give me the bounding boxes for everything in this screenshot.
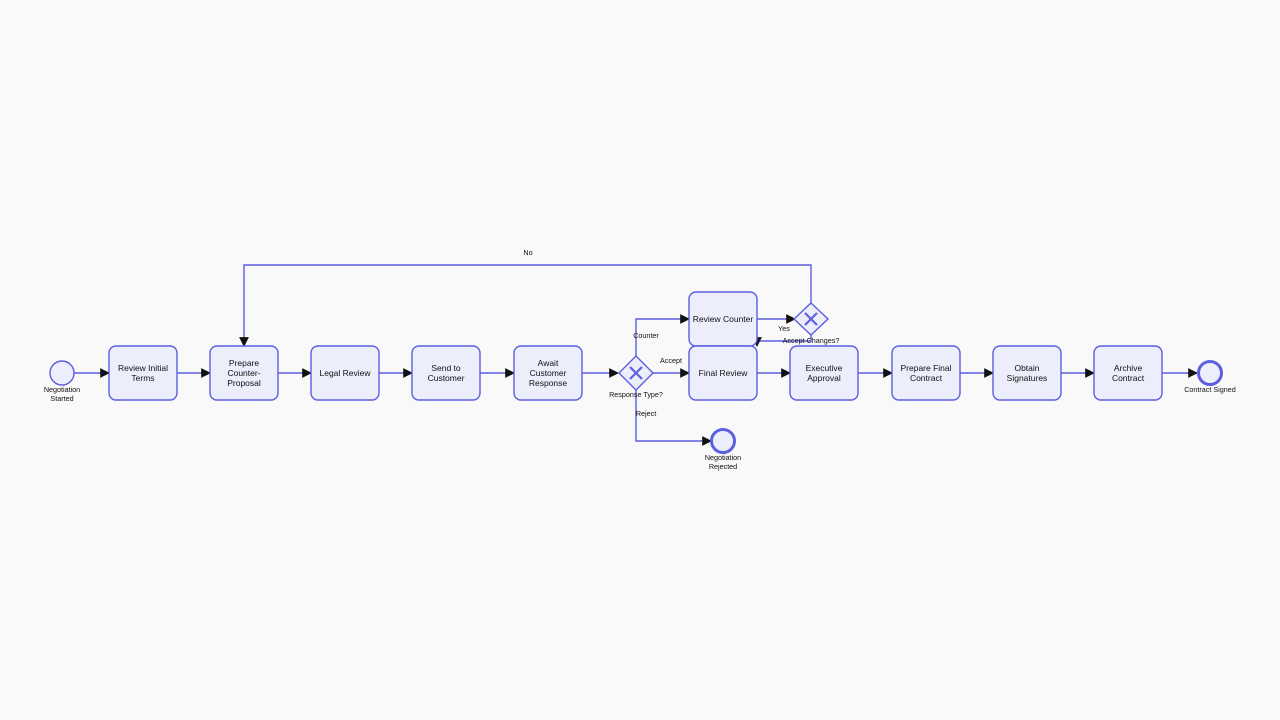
flow-label-reject: Reject (636, 409, 656, 418)
task-label-line-1: Prepare (229, 358, 260, 368)
flow-label-accept: Accept (660, 356, 682, 365)
gateway-accept-changes[interactable]: Accept Changes? (783, 302, 840, 345)
task-label-line-1: Final Review (699, 368, 749, 378)
flow-label-counter: Counter (633, 331, 659, 340)
exclusive-x-icon (804, 312, 818, 326)
start-event-label-line-1: Negotiation (44, 385, 80, 394)
task-label-line-2: Customer (428, 373, 465, 383)
task-final-review[interactable]: Final Review (688, 345, 758, 401)
task-label-line-2: Contract (910, 373, 943, 383)
task-label-line-2: Approval (807, 373, 841, 383)
start-event-circle (49, 360, 75, 386)
task-obtain-signatures[interactable]: Obtain Signatures (992, 345, 1062, 401)
task-label-line-1: Legal Review (319, 368, 371, 378)
task-label-line-2: Signatures (1007, 373, 1048, 383)
gateway-response-type[interactable]: Response Type? (609, 355, 663, 399)
end-event-negotiation-rejected[interactable]: Negotiation Rejected (705, 428, 741, 472)
task-label-line-1: Obtain (1014, 363, 1039, 373)
task-await-customer-response[interactable]: Await Customer Response (513, 345, 583, 401)
flow-label-no: No (523, 248, 532, 257)
task-label-line-1: Await (538, 358, 559, 368)
flow-yes (752, 335, 812, 347)
flow-reject (635, 390, 712, 446)
end-event-label: Contract Signed (1184, 385, 1236, 394)
gateway-label: Response Type? (609, 390, 663, 399)
task-executive-approval[interactable]: Executive Approval (789, 345, 859, 401)
flow-no (239, 264, 812, 347)
exclusive-x-icon (629, 366, 643, 380)
task-label-line-3: Response (529, 378, 568, 388)
gateway-label: Accept Changes? (783, 336, 840, 345)
task-label-line-1: Send to (431, 363, 461, 373)
task-prepare-final-contract[interactable]: Prepare Final Contract (891, 345, 961, 401)
end-event-label-line-2: Rejected (709, 462, 737, 471)
flow-label-yes: Yes (778, 324, 790, 333)
task-legal-review[interactable]: Legal Review (310, 345, 380, 401)
end-event-contract-signed[interactable]: Contract Signed (1184, 360, 1236, 395)
task-label-line-2: Counter- (227, 368, 260, 378)
task-label-line-2: Contract (1112, 373, 1145, 383)
task-label-line-1: Prepare Final (900, 363, 951, 373)
flow-counter (635, 314, 690, 356)
end-event-circle (1197, 360, 1223, 386)
task-label-line-1: Archive (1114, 363, 1143, 373)
end-event-label-line-1: Negotiation (705, 453, 741, 462)
start-event-negotiation-started[interactable]: Negotiation Started (44, 360, 80, 403)
task-label-line-2: Terms (131, 373, 154, 383)
task-label-line-2: Customer (530, 368, 567, 378)
sequence-flows (74, 264, 1198, 446)
task-prepare-counter-proposal[interactable]: Prepare Counter- Proposal (209, 345, 279, 401)
task-label-line-1: Executive (806, 363, 843, 373)
task-review-counter[interactable]: Review Counter (688, 291, 758, 347)
task-label-line-3: Proposal (227, 378, 261, 388)
task-archive-contract[interactable]: Archive Contract (1093, 345, 1163, 401)
end-event-circle (710, 428, 736, 454)
task-send-to-customer[interactable]: Send to Customer (411, 345, 481, 401)
task-label-line-1: Review Initial (118, 363, 168, 373)
task-label-line-1: Review Counter (693, 314, 754, 324)
task-review-initial-terms[interactable]: Review Initial Terms (108, 345, 178, 401)
start-event-label-line-2: Started (50, 394, 73, 403)
